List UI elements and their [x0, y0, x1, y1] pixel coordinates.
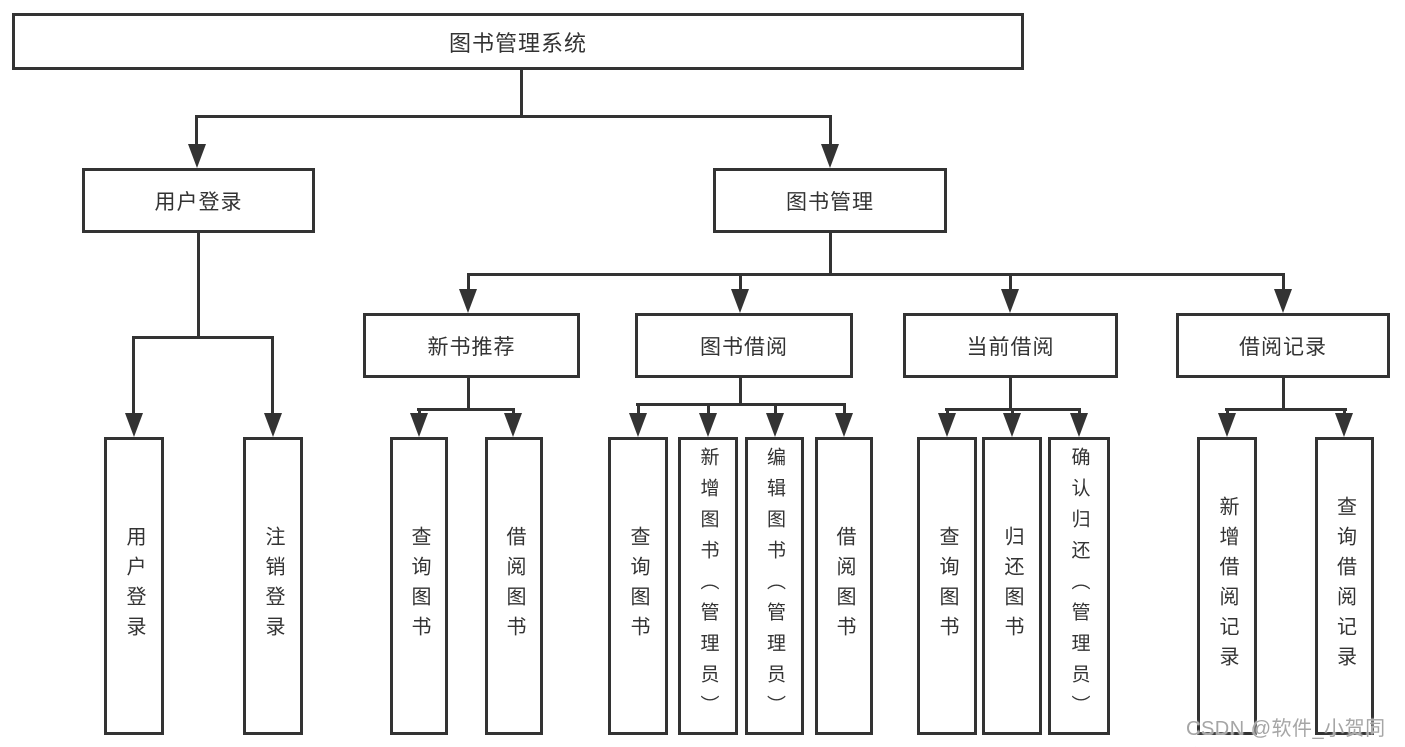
node-label: 新书推荐	[427, 335, 516, 359]
arrowhead-down-icon	[835, 413, 853, 437]
connector-new-book-stem	[467, 378, 470, 408]
connector-drop-book-management	[829, 118, 832, 148]
leaf-query-books-recommend: 查询图书	[390, 437, 448, 735]
node-label: 图书管理	[786, 190, 874, 214]
leaf-label: 用户登录	[123, 526, 145, 646]
connector-book-management-rail	[467, 273, 1285, 276]
node-new-book-recommend: 新书推荐	[363, 313, 580, 378]
connector-borrow-records-stem	[1282, 378, 1285, 408]
leaf-label: 查询图书	[408, 526, 430, 646]
arrowhead-down-icon	[1003, 413, 1021, 437]
node-book-borrow: 图书借阅	[635, 313, 853, 378]
leaf-label: 查询图书	[936, 526, 958, 646]
arrowhead-down-icon	[504, 413, 522, 437]
arrowhead-down-icon	[1070, 413, 1088, 437]
arrowhead-down-icon	[1001, 289, 1019, 313]
leaf-borrow-books: 借阅图书	[815, 437, 873, 735]
arrowhead-down-icon	[699, 413, 717, 437]
connector-current-borrow-rail	[945, 408, 1081, 411]
arrowhead-down-icon	[1274, 289, 1292, 313]
node-current-borrow: 当前借阅	[903, 313, 1118, 378]
connector-drop-leaf	[637, 406, 640, 415]
connector-drop-leaf	[271, 339, 274, 415]
leaf-query-books-borrow: 查询图书	[608, 437, 668, 735]
leaf-label: 新增借阅记录	[1216, 496, 1238, 676]
connector-book-borrow-stem	[739, 378, 742, 403]
arrowhead-down-icon	[1335, 413, 1353, 437]
leaf-edit-books-admin: 编辑图书（管理员）	[745, 437, 804, 735]
leaf-add-borrow-record: 新增借阅记录	[1197, 437, 1257, 735]
connector-drop-user-login	[195, 118, 198, 148]
node-book-management: 图书管理	[713, 168, 947, 233]
leaf-query-books-current: 查询图书	[917, 437, 977, 735]
arrowhead-down-icon	[1218, 413, 1236, 437]
node-label: 图书借阅	[700, 335, 788, 359]
connector-drop-leaf	[843, 406, 846, 415]
leaf-query-borrow-record: 查询借阅记录	[1315, 437, 1374, 735]
connector-drop-new-book	[467, 276, 470, 292]
leaf-return-books: 归还图书	[982, 437, 1042, 735]
arrowhead-down-icon	[459, 289, 477, 313]
leaf-confirm-return-admin: 确认归还（管理员）	[1048, 437, 1110, 735]
leaf-label: 查询图书	[627, 526, 649, 646]
leaf-label: 编辑图书（管理员）	[764, 446, 785, 726]
node-label: 借阅记录	[1239, 335, 1327, 359]
arrowhead-down-icon	[188, 144, 206, 168]
connector-drop-leaf	[774, 406, 777, 415]
connector-drop-leaf	[707, 406, 710, 415]
node-label: 图书管理系统	[448, 30, 587, 56]
connector-drop-current-borrow	[1009, 276, 1012, 292]
watermark: CSDN @软件_小贺同学	[1186, 718, 1386, 740]
leaf-label: 新增图书（管理员）	[697, 446, 719, 726]
node-borrow-records: 借阅记录	[1176, 313, 1390, 378]
arrowhead-down-icon	[125, 413, 143, 437]
leaf-label: 确认归还（管理员）	[1068, 446, 1090, 726]
arrowhead-down-icon	[264, 413, 282, 437]
node-label: 用户登录	[154, 190, 243, 214]
leaf-label: 查询借阅记录	[1333, 496, 1356, 676]
connector-root-stem	[520, 70, 523, 118]
arrowhead-down-icon	[938, 413, 956, 437]
leaf-logout: 注销登录	[243, 437, 303, 735]
leaf-label: 借阅图书	[503, 526, 525, 646]
connector-drop-leaf	[132, 339, 135, 415]
connector-book-management-stem	[829, 233, 832, 273]
connector-user-login-rail	[132, 336, 274, 339]
leaf-borrow-books-recommend: 借阅图书	[485, 437, 543, 735]
arrowhead-down-icon	[821, 144, 839, 168]
arrowhead-down-icon	[629, 413, 647, 437]
arrowhead-down-icon	[410, 413, 428, 437]
arrowhead-down-icon	[731, 289, 749, 313]
connector-root-rail	[195, 115, 832, 118]
connector-new-book-rail	[417, 408, 515, 411]
node-label: 当前借阅	[966, 335, 1055, 359]
node-user-login: 用户登录	[82, 168, 315, 233]
connector-borrow-records-rail	[1225, 408, 1347, 411]
leaf-label: 归还图书	[1001, 526, 1023, 646]
leaf-label: 注销登录	[262, 526, 284, 646]
node-library-management-system: 图书管理系统	[12, 13, 1024, 70]
connector-current-borrow-stem	[1009, 378, 1012, 408]
connector-book-borrow-rail	[636, 403, 846, 406]
connector-drop-book-borrow	[739, 276, 742, 292]
leaf-label: 借阅图书	[833, 526, 855, 646]
leaf-user-login: 用户登录	[104, 437, 164, 735]
connector-user-login-stem	[197, 233, 200, 336]
connector-drop-borrow-records	[1282, 276, 1285, 292]
arrowhead-down-icon	[766, 413, 784, 437]
leaf-add-books-admin: 新增图书（管理员）	[678, 437, 738, 735]
